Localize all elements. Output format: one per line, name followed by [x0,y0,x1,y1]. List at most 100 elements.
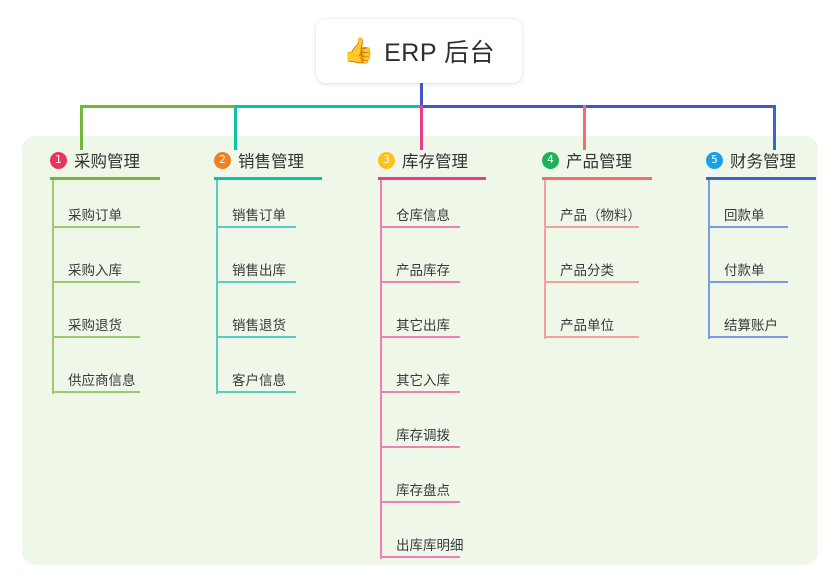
leaf-node-underline [52,281,140,283]
column-header-underline [378,177,486,180]
leaf-spine-connector [52,180,54,394]
column-number-badge: 1 [50,151,67,169]
leaf-node-label: 付款单 [724,263,765,278]
leaf-node[interactable]: 销售退货 [196,290,304,345]
leaf-node-label: 出库库明细 [396,538,464,553]
leaf-node-label: 产品（物料） [560,208,641,223]
leaf-node[interactable]: 采购退货 [32,290,140,345]
leaf-node-underline [216,336,296,338]
column-header-underline [50,177,160,180]
column-number-badge: 4 [542,151,559,169]
column-采购管理: 1 采购管理采购订单采购入库采购退货供应商信息 [32,144,160,400]
leaf-node-label: 销售退货 [232,318,286,333]
column-title: 产品管理 [566,153,632,171]
leaf-node-underline [380,226,460,228]
leaf-node-underline [216,391,296,393]
leaf-list: 产品（物料） 产品分类产品单位 [524,180,641,345]
leaf-node-label: 仓库信息 [396,208,450,223]
column-number-badge: 3 [378,151,395,169]
leaf-node-underline [380,446,460,448]
leaf-node[interactable]: 仓库信息 [360,180,468,235]
leaf-node-label: 库存盘点 [396,483,450,498]
leaf-node-underline [544,281,639,283]
thumbs-up-emoji: 👍 [342,36,375,65]
column-产品管理: 4 产品管理产品（物料） 产品分类产品单位 [524,144,652,345]
column-header-产品管理[interactable]: 4 产品管理 [524,144,652,180]
leaf-node[interactable]: 采购入库 [32,235,140,290]
leaf-node[interactable]: 库存盘点 [360,455,468,510]
leaf-spine-connector [544,180,546,339]
leaf-node[interactable]: 库存调拨 [360,400,468,455]
leaf-node-label: 销售出库 [232,263,286,278]
leaf-node-label: 采购订单 [68,208,122,223]
leaf-list: 仓库信息产品库存其它出库其它入库库存调拨库存盘点出库库明细 [360,180,468,565]
column-header-underline [542,177,652,180]
diagram-panel-background [22,136,818,565]
leaf-node-label: 其它入库 [396,373,450,388]
leaf-node-label: 产品分类 [560,263,614,278]
leaf-node[interactable]: 销售出库 [196,235,304,290]
leaf-node-underline [708,281,788,283]
leaf-node-underline [380,501,460,503]
leaf-node-label: 结算账户 [724,318,778,333]
leaf-node-label: 供应商信息 [68,373,136,388]
leaf-node-label: 回款单 [724,208,765,223]
leaf-node[interactable]: 付款单 [688,235,796,290]
drop-col2-connector [234,105,237,150]
column-header-财务管理[interactable]: 5 财务管理 [688,144,816,180]
leaf-node-underline [380,556,460,558]
leaf-node[interactable]: 采购订单 [32,180,140,235]
leaf-node-underline [544,226,639,228]
leaf-list: 销售订单销售出库销售退货客户信息 [196,180,304,400]
bar-blue-connector [420,105,775,108]
leaf-node[interactable]: 销售订单 [196,180,304,235]
column-number-badge: 2 [214,151,231,169]
column-财务管理: 5 财务管理回款单付款单结算账户 [688,144,816,345]
bar-green-connector [80,105,234,108]
bar-teal-connector [234,105,422,108]
leaf-list: 采购订单采购入库采购退货供应商信息 [32,180,140,400]
leaf-node-label: 产品库存 [396,263,450,278]
column-title: 采购管理 [74,153,140,171]
leaf-node-label: 客户信息 [232,373,286,388]
leaf-node[interactable]: 供应商信息 [32,345,140,400]
leaf-node-underline [52,226,140,228]
leaf-node-underline [380,281,460,283]
column-header-采购管理[interactable]: 1 采购管理 [32,144,160,180]
leaf-node-underline [52,391,140,393]
root-node-erp-backend[interactable]: 👍 ERP 后台 [316,19,522,83]
leaf-node-label: 库存调拨 [396,428,450,443]
leaf-node-underline [216,281,296,283]
leaf-node-underline [544,336,639,338]
column-number-badge: 5 [706,151,723,169]
leaf-node[interactable]: 其它出库 [360,290,468,345]
leaf-node-underline [216,226,296,228]
leaf-list: 回款单付款单结算账户 [688,180,796,345]
leaf-node[interactable]: 结算账户 [688,290,796,345]
leaf-node[interactable]: 回款单 [688,180,796,235]
leaf-node[interactable]: 客户信息 [196,345,304,400]
leaf-node[interactable]: 其它入库 [360,345,468,400]
leaf-node[interactable]: 产品（物料） [524,180,641,235]
leaf-node[interactable]: 产品库存 [360,235,468,290]
column-库存管理: 3 库存管理仓库信息产品库存其它出库其它入库库存调拨库存盘点出库库明细 [360,144,486,565]
leaf-spine-connector [216,180,218,394]
drop-col3-connector [420,105,423,150]
drop-col4-connector [583,105,586,150]
root-stem-connector [420,83,423,107]
leaf-node[interactable]: 产品分类 [524,235,639,290]
leaf-node-label: 采购入库 [68,263,122,278]
drop-col5-connector [773,105,776,150]
column-header-underline [214,177,322,180]
drop-col1-connector [80,105,83,150]
column-title: 库存管理 [402,153,468,171]
column-title: 财务管理 [730,153,796,171]
column-header-库存管理[interactable]: 3 库存管理 [360,144,486,180]
root-node-title: ERP 后台 [384,39,496,67]
leaf-node[interactable]: 出库库明细 [360,510,468,565]
leaf-node-label: 销售订单 [232,208,286,223]
leaf-spine-connector [708,180,710,339]
leaf-node[interactable]: 产品单位 [524,290,639,345]
